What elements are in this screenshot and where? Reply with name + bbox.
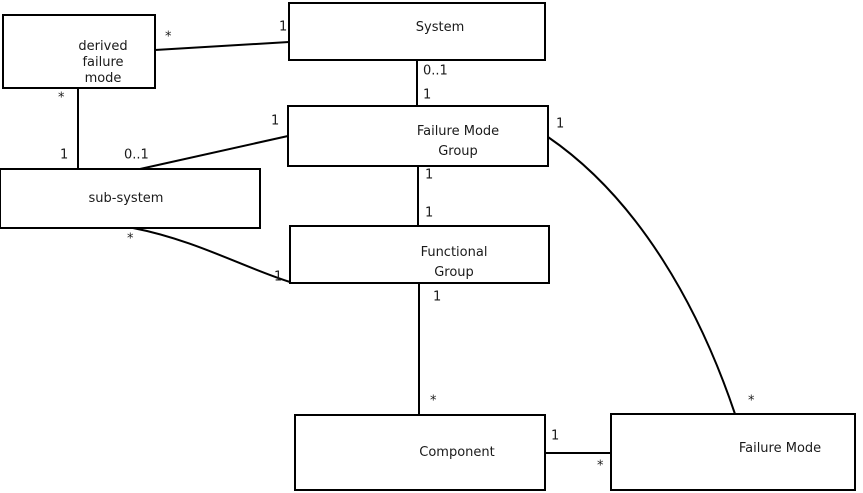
multiplicity-label-mult-subsystem-to-fmg-far: 1 [271, 114, 279, 129]
relationship-line-derived-failure-mode-to-system [154, 41, 290, 51]
class-box-label-component: Component [419, 445, 494, 460]
multiplicity-label-mult-dfm-to-system-far: 1 [279, 20, 287, 35]
class-box-label-system: System [416, 20, 464, 35]
class-box-outline-system [288, 2, 546, 61]
multiplicity-label-mult-component-to-fm-near: 1 [551, 429, 559, 444]
class-box-outline-functional-group [289, 225, 550, 284]
multiplicity-label-mult-system-to-fmg-far: 1 [423, 88, 431, 103]
class-box-outline-component [294, 414, 546, 491]
relationship-line-sub-system-to-functional-group [132, 227, 291, 283]
multiplicity-label-mult-subsystem-to-fg-far: 1 [274, 270, 282, 285]
multiplicity-label-mult-fg-to-component-near: 1 [433, 290, 441, 305]
class-box-outline-failure-mode [610, 413, 856, 491]
multiplicity-label-mult-subsystem-to-fmg-near: 0..1 [124, 148, 149, 163]
class-box-label-sub-system: sub-system [89, 191, 164, 206]
multiplicity-label-mult-component-to-fm-far: * [597, 459, 604, 474]
multiplicity-label-mult-dfm-to-system-near: * [165, 30, 172, 45]
class-box-outline-derived-failure-mode [2, 14, 156, 89]
multiplicity-label-mult-fmg-to-fg-near: 1 [425, 168, 433, 183]
relationship-lines-group [77, 41, 736, 454]
multiplicity-label-mult-fmg-to-fm-far: * [748, 394, 755, 409]
multiplicity-label-mult-subsystem-to-fg-near: * [127, 232, 134, 247]
multiplicity-label-mult-system-to-fmg-near: 0..1 [423, 64, 448, 79]
class-box-outline-failure-mode-group [287, 105, 549, 167]
class-box-sub-system[interactable]: sub-system [0, 168, 261, 229]
multiplicity-labels-group: * 1 0..1 1 * 1 0..1 1 1 1 * 1 1 * 1 * 1 * [58, 20, 755, 474]
multiplicity-label-mult-fg-to-component-far: * [430, 394, 437, 409]
relationship-line-failure-mode-group-to-failure-mode [547, 136, 736, 415]
multiplicity-label-mult-dfm-to-subsystem-far: 1 [60, 148, 68, 163]
multiplicity-label-mult-fmg-to-fg-far: 1 [425, 206, 433, 221]
class-box-label-failure-mode: Failure Mode [739, 441, 821, 456]
relationship-line-sub-system-to-failure-mode-group [139, 135, 289, 170]
class-box-outline-sub-system [0, 168, 261, 229]
class-box-system[interactable]: System [288, 2, 546, 61]
class-box-component[interactable]: Component [294, 414, 546, 491]
multiplicity-label-mult-fmg-to-fm-near: 1 [556, 117, 564, 132]
multiplicity-label-mult-dfm-to-subsystem-near: * [58, 91, 65, 106]
class-box-failure-mode[interactable]: Failure Mode [610, 413, 856, 491]
